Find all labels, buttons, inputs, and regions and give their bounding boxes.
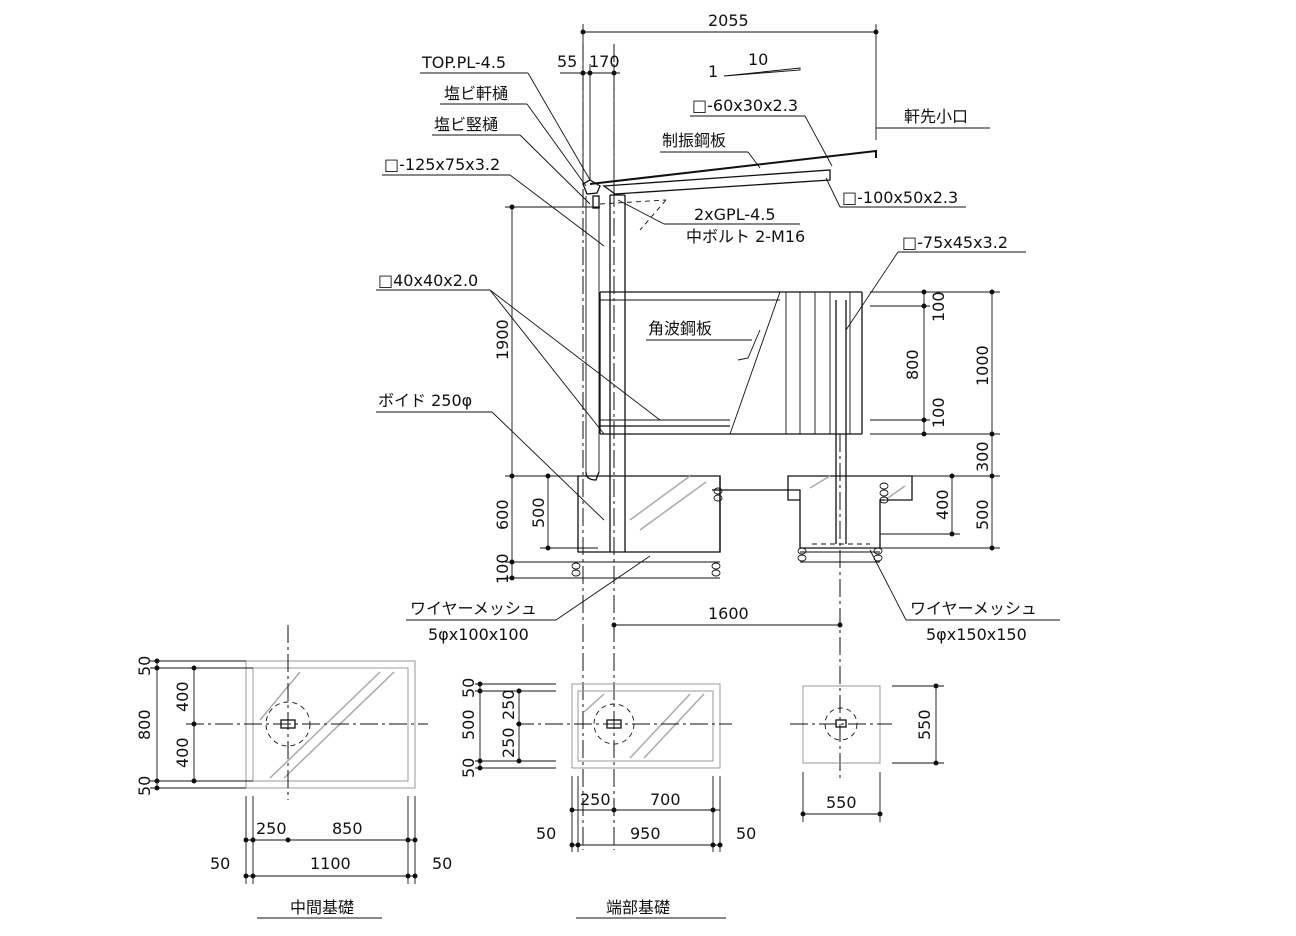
dim-base-300: 300 bbox=[973, 441, 992, 472]
dim-span-1600: 1600 bbox=[708, 604, 749, 623]
dim-base-500-right: 500 bbox=[973, 499, 992, 530]
label-post-section: □-125x75x3.2 bbox=[384, 155, 500, 174]
label-damping-sheet: 制振鋼板 bbox=[662, 131, 726, 150]
end-d950: 950 bbox=[630, 824, 661, 843]
dim-overall-width: 2055 bbox=[708, 11, 749, 30]
end-d50a: 50 bbox=[459, 678, 478, 698]
mid-d400b: 400 bbox=[173, 737, 192, 768]
mid-d250: 250 bbox=[256, 819, 287, 838]
slope-rise: 1 bbox=[708, 62, 718, 81]
dim-fence-mid: 800 bbox=[903, 349, 922, 380]
foundations-elevation bbox=[577, 475, 913, 579]
canopy-section bbox=[582, 44, 877, 850]
plan-middle-foundation bbox=[150, 625, 428, 919]
plan-post-foundation bbox=[790, 685, 944, 822]
dim-base-100: 100 bbox=[493, 553, 512, 584]
dim-base-600: 600 bbox=[493, 499, 512, 530]
label-rail-section: □40x40x2.0 bbox=[378, 271, 478, 290]
end-d500: 500 bbox=[459, 709, 478, 740]
label-fence-post-section: □-75x45x3.2 bbox=[902, 233, 1008, 252]
label-wire-mesh-right-spec: 5φx150x150 bbox=[926, 625, 1027, 644]
mid-d1100: 1100 bbox=[310, 854, 351, 873]
label-eave-edge: 軒先小口 bbox=[904, 107, 968, 126]
dim-fence-total: 1000 bbox=[973, 345, 992, 386]
end-d50c: 50 bbox=[536, 824, 556, 843]
mid-d50c: 50 bbox=[210, 854, 230, 873]
end-d50b: 50 bbox=[459, 758, 478, 778]
label-gusset: 2xGPL-4.5 bbox=[694, 205, 776, 224]
dim-height-1900: 1900 bbox=[493, 319, 512, 360]
mid-d800: 800 bbox=[135, 709, 154, 740]
dim-base-500-left: 500 bbox=[529, 497, 548, 528]
mid-d50b: 50 bbox=[135, 776, 154, 796]
mid-title: 中間基礎 bbox=[290, 898, 354, 917]
end-d700: 700 bbox=[650, 790, 681, 809]
label-bolt: 中ボルト 2-M16 bbox=[686, 227, 805, 246]
label-purlin-section: □-60x30x2.3 bbox=[692, 96, 798, 115]
label-wire-mesh-right: ワイヤーメッシュ bbox=[910, 599, 1037, 618]
plan-end-foundation bbox=[475, 683, 732, 919]
text-labels: 2055 55 170 10 1 TOP.PL-4.5 塩ビ軒樋 塩ビ竪樋 □-… bbox=[135, 11, 1037, 917]
slope-run: 10 bbox=[748, 50, 768, 69]
label-wire-mesh-left-spec: 5φx100x100 bbox=[428, 625, 529, 644]
mid-d400a: 400 bbox=[173, 681, 192, 712]
label-top-plate: TOP.PL-4.5 bbox=[421, 53, 506, 72]
mid-d850: 850 bbox=[332, 819, 363, 838]
post-d550-v: 550 bbox=[915, 709, 934, 740]
dim-post-offset: 55 bbox=[557, 52, 577, 71]
leader-lines bbox=[376, 72, 1060, 621]
end-d250c: 250 bbox=[580, 790, 611, 809]
label-void: ボイド 250φ bbox=[378, 391, 472, 410]
end-d250b: 250 bbox=[499, 727, 518, 758]
dim-beam-offset: 170 bbox=[589, 52, 620, 71]
end-d250a: 250 bbox=[499, 689, 518, 720]
dim-fence-top: 100 bbox=[929, 291, 948, 322]
rebar-ends bbox=[571, 482, 889, 577]
label-wire-mesh-left: ワイヤーメッシュ bbox=[410, 599, 537, 618]
label-beam-section: □-100x50x2.3 bbox=[842, 188, 958, 207]
dim-fence-bottom: 100 bbox=[929, 397, 948, 428]
end-d50d: 50 bbox=[736, 824, 756, 843]
end-title: 端部基礎 bbox=[606, 898, 670, 917]
label-corrugated-sheet: 角波鋼板 bbox=[648, 319, 712, 338]
post-d550-h: 550 bbox=[826, 793, 857, 812]
dimension-dots bbox=[154, 29, 995, 879]
label-pvc-downpipe: 塩ビ竪樋 bbox=[434, 115, 498, 134]
mid-d50d: 50 bbox=[432, 854, 452, 873]
dim-base-400: 400 bbox=[933, 489, 952, 520]
label-pvc-gutter: 塩ビ軒樋 bbox=[444, 84, 508, 103]
mid-d50a: 50 bbox=[135, 656, 154, 676]
